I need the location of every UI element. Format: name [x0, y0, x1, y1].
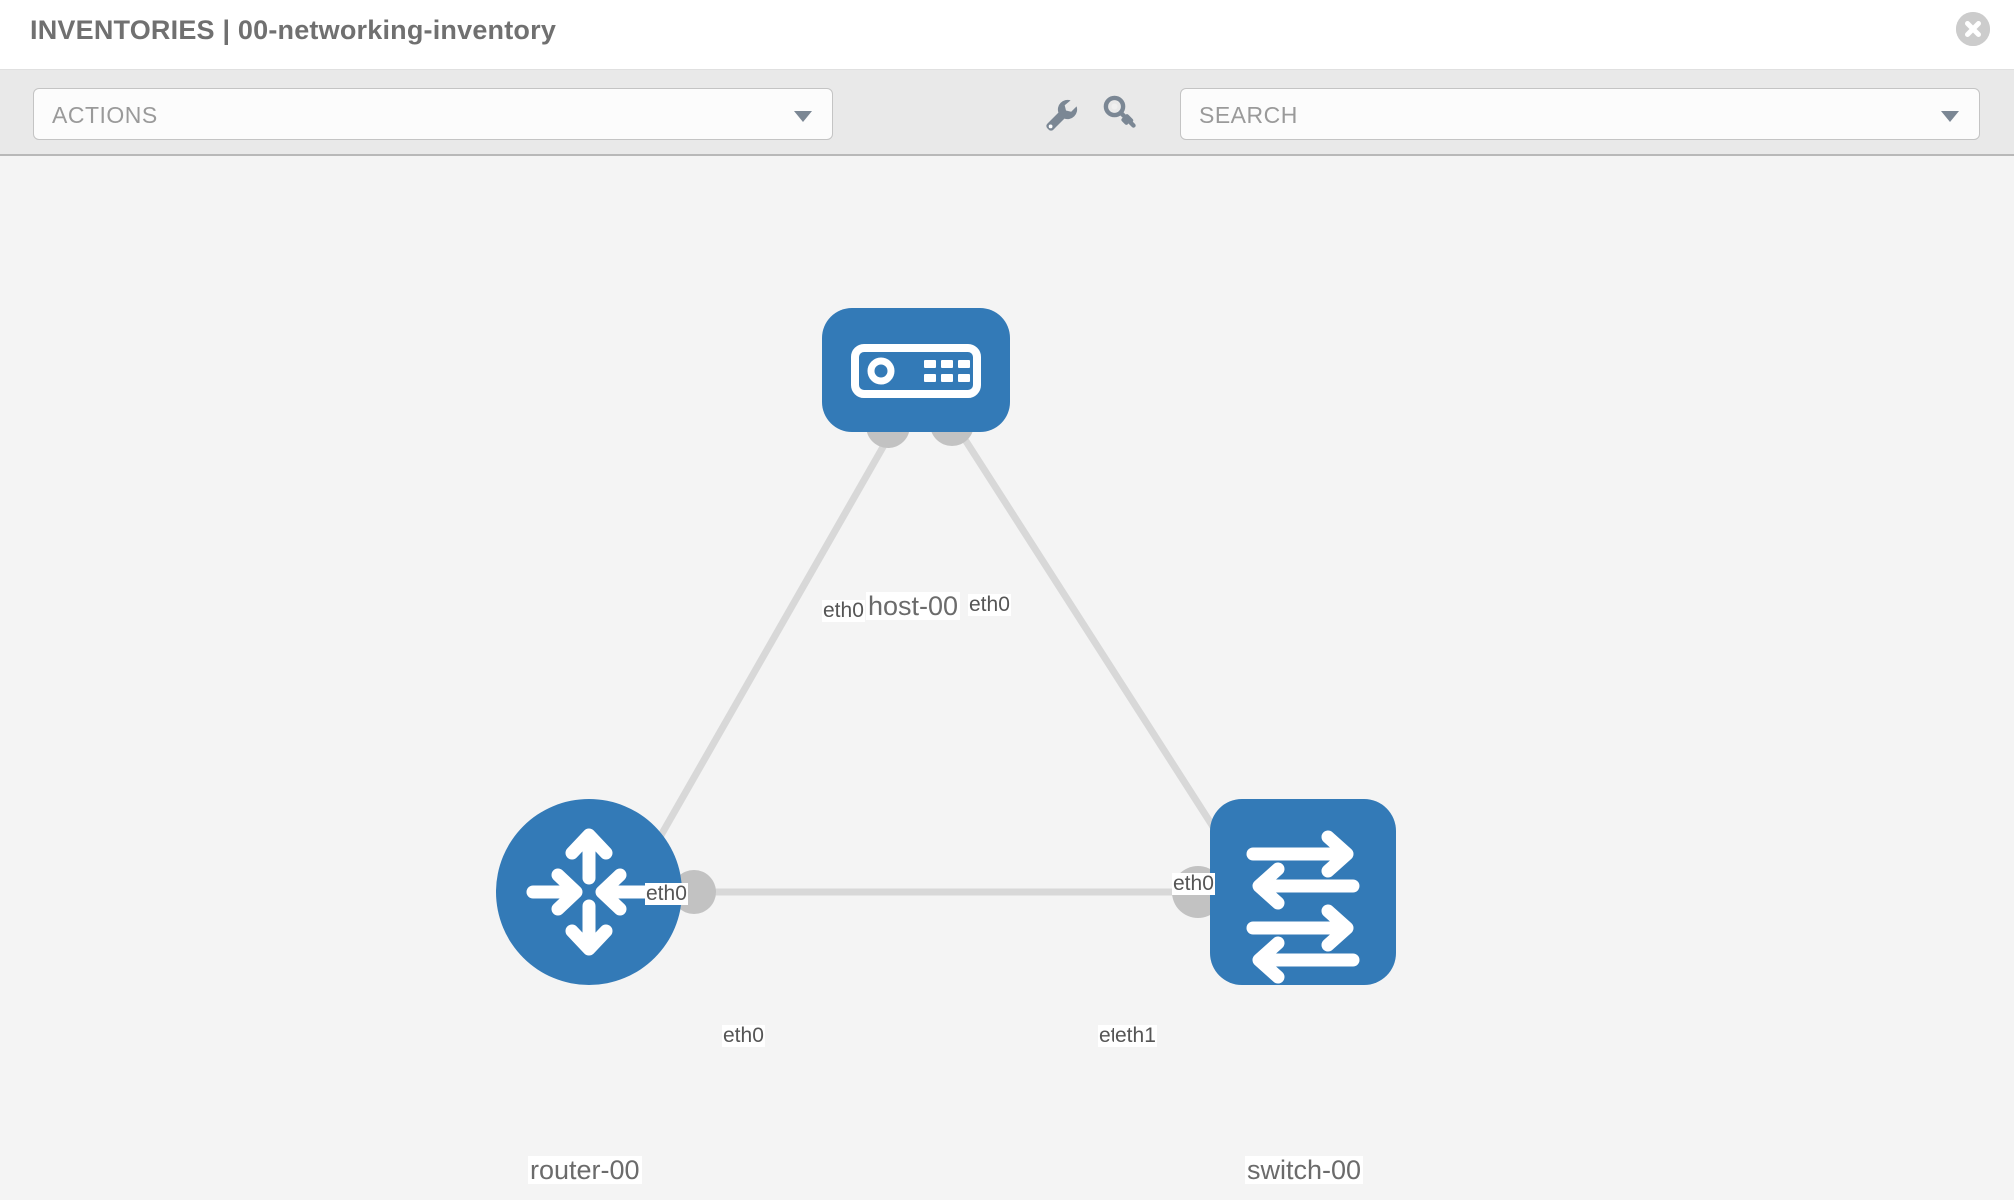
link-host-router [636, 424, 899, 874]
actions-dropdown-label: ACTIONS [52, 102, 158, 128]
link-host-switch [952, 422, 1238, 863]
iface-label: eth0 [645, 882, 688, 906]
iface-label: eth0 [722, 1024, 765, 1048]
chevron-down-icon [794, 111, 812, 122]
search-placeholder: SEARCH [1199, 102, 1298, 128]
actions-dropdown[interactable]: ACTIONS [33, 88, 833, 140]
switch-arrows-icon [1246, 830, 1360, 984]
iface-label: eth0 [1172, 872, 1215, 896]
page-header: INVENTORIES | 00-networking-inventory [0, 0, 2014, 70]
iface-label: eth1 [1114, 1024, 1157, 1048]
node-switch-00[interactable] [1210, 799, 1396, 985]
search-input[interactable]: SEARCH [1180, 88, 1980, 140]
server-icon [851, 344, 981, 398]
node-label-switch: switch-00 [1245, 1155, 1364, 1185]
toolbar: ACTIONS SEARCH [0, 70, 2014, 156]
router-arrows-icon [526, 828, 652, 956]
iface-label: eth0 [968, 593, 1011, 617]
node-router-00[interactable] [496, 799, 682, 985]
chevron-down-icon[interactable] [1941, 111, 1959, 122]
node-label-router: router-00 [528, 1155, 642, 1185]
close-icon[interactable] [1956, 12, 1990, 46]
page-title: INVENTORIES | 00-networking-inventory [30, 15, 557, 45]
node-host-00[interactable] [822, 308, 1010, 432]
topology-graph [496, 308, 1396, 985]
topology-canvas[interactable]: eth0 eth0 eth0 eth0 eth0 eth0 eth1 host-… [0, 156, 2014, 1200]
node-label-host: host-00 [866, 591, 961, 621]
iface-label: eth0 [822, 599, 865, 623]
key-icon[interactable] [1098, 90, 1144, 136]
wrench-icon[interactable] [1037, 90, 1083, 136]
